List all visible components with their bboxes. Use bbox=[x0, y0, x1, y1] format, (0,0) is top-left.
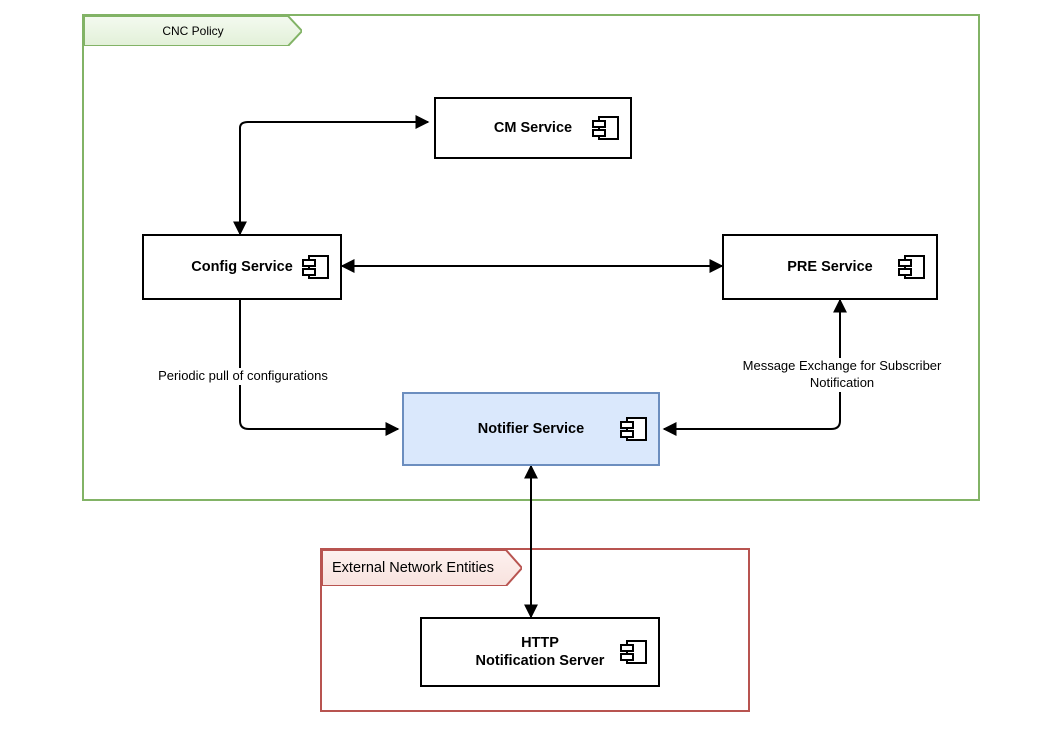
periodic-pull-label: Periodic pull of configurations bbox=[142, 368, 344, 385]
component-config-service-label: Config Service bbox=[191, 258, 293, 275]
component-cm-service-label: CM Service bbox=[493, 119, 573, 136]
uml-component-icon bbox=[300, 252, 330, 282]
uml-component-icon bbox=[618, 414, 648, 444]
group-cnc-policy-label: CNC Policy bbox=[162, 24, 224, 38]
tab-shape-green bbox=[84, 16, 302, 46]
uml-component-icon bbox=[896, 252, 926, 282]
group-cnc-policy-tab: CNC Policy bbox=[84, 16, 302, 46]
component-notifier-service-label: Notifier Service bbox=[477, 420, 585, 437]
component-http-notification-server-label: HTTP Notification Server bbox=[475, 634, 605, 669]
component-http-notification-server[interactable]: HTTP Notification Server bbox=[420, 617, 660, 687]
component-pre-service-label: PRE Service bbox=[787, 258, 873, 275]
uml-component-icon bbox=[618, 637, 648, 667]
component-notifier-service[interactable]: Notifier Service bbox=[402, 392, 660, 466]
tab-shape-red bbox=[322, 550, 522, 586]
message-exchange-label: Message Exchange for Subscriber Notifica… bbox=[722, 358, 962, 392]
uml-component-icon bbox=[590, 113, 620, 143]
group-external-network-entities-tab: External Network Entities bbox=[322, 550, 522, 586]
component-cm-service[interactable]: CM Service bbox=[434, 97, 632, 159]
group-external-network-entities-label: External Network Entities bbox=[332, 560, 494, 576]
component-config-service[interactable]: Config Service bbox=[142, 234, 342, 300]
component-pre-service[interactable]: PRE Service bbox=[722, 234, 938, 300]
